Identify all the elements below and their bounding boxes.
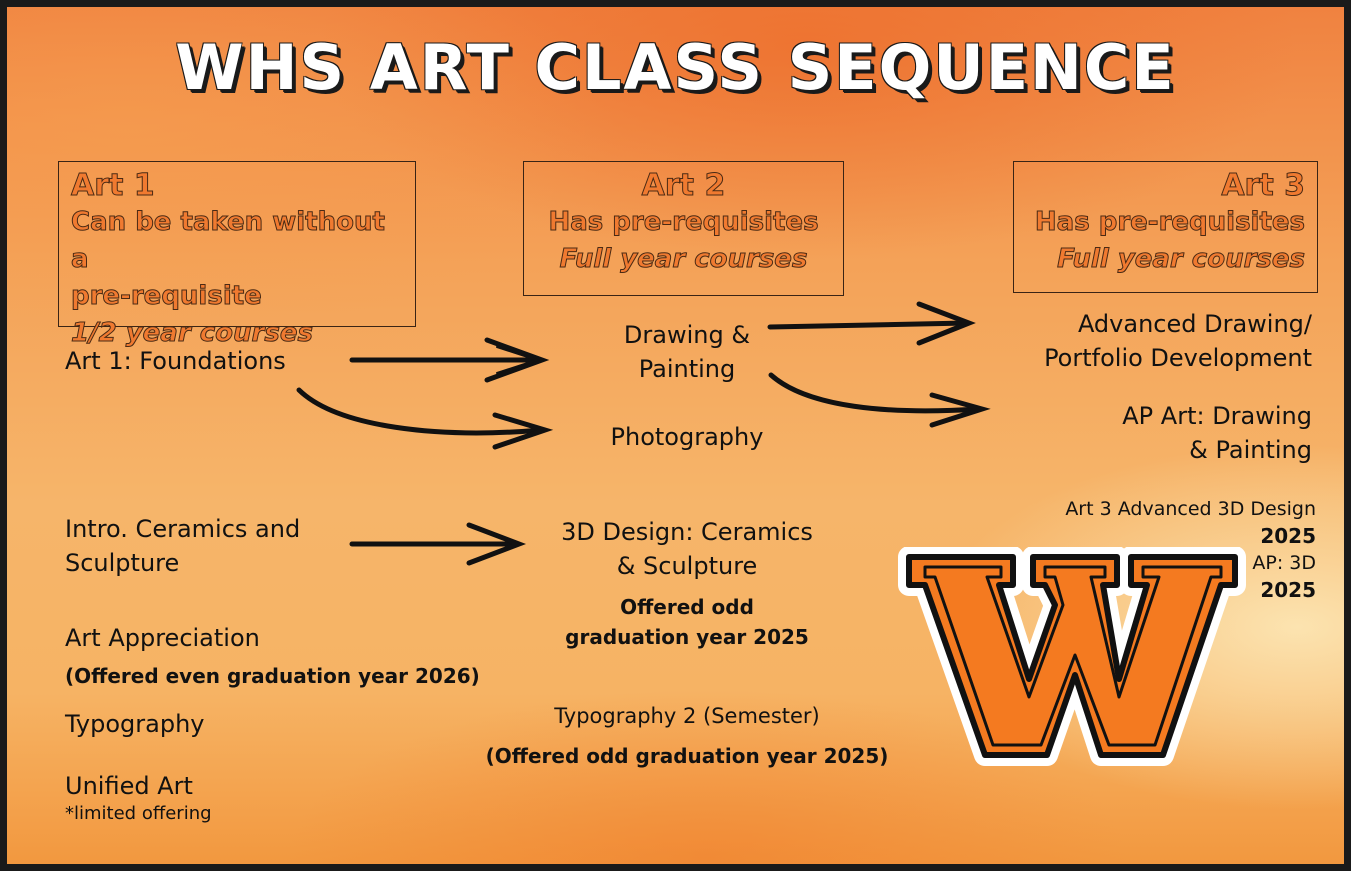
w-logo-icon xyxy=(898,547,1246,766)
course-3d-design-line2: & Sculpture xyxy=(616,552,758,580)
course-art3-advanced-3d-year: 2025 xyxy=(1260,524,1316,548)
course-ap-3d-year: 2025 xyxy=(1260,578,1316,602)
art-appreciation-note: (Offered even graduation year 2026) xyxy=(65,664,480,688)
art2-heading-box xyxy=(523,161,844,296)
course-intro-ceramics-line2: Sculpture xyxy=(65,549,180,577)
arrow-2 xyxy=(296,387,554,450)
arrow-5 xyxy=(768,372,991,428)
art2-heading: Art 2 Has pre-requisites Full year cours… xyxy=(523,167,844,278)
art1-heading-box xyxy=(58,161,416,327)
arrow-1 xyxy=(349,337,550,383)
3d-design-note-line1: Offered odd xyxy=(620,595,754,619)
typography-2-note: (Offered odd graduation year 2025) xyxy=(485,744,889,768)
art3-line1: Has pre-requisites xyxy=(1034,207,1305,238)
course-ap-drawing-line2: & Painting xyxy=(1189,436,1312,464)
unified-art-note: *limited offering xyxy=(65,803,212,824)
course-ap-3d-label: AP: 3D xyxy=(1252,552,1316,574)
art3-heading: Art 3 Has pre-requisites Full year cours… xyxy=(1013,167,1305,278)
art1-line1: Can be taken without a xyxy=(71,207,386,275)
course-drawing-painting: Drawing & Painting xyxy=(567,318,807,386)
course-art-appreciation: Art Appreciation xyxy=(65,624,260,652)
art3-line2: Full year courses xyxy=(1057,244,1306,275)
course-advanced-drawing: Advanced Drawing/ Portfolio Development xyxy=(967,307,1312,375)
course-drawing-painting-line2: Painting xyxy=(638,355,736,383)
arrow-4 xyxy=(767,301,976,346)
arrow-3 xyxy=(349,522,527,566)
course-art3-advanced-3d-label: Art 3 Advanced 3D Design xyxy=(1065,498,1316,520)
course-typography-2: Typography 2 (Semester) xyxy=(554,704,820,728)
course-ap-drawing-line1: AP Art: Drawing xyxy=(1122,402,1312,430)
art1-heading: Art 1 Can be taken without a pre-requisi… xyxy=(71,167,411,352)
course-art1-foundations: Art 1: Foundations xyxy=(65,347,286,375)
art1-title: Art 1 xyxy=(71,168,156,204)
course-advanced-drawing-line2: Portfolio Development xyxy=(1044,344,1312,372)
art1-line3: 1/2 year courses xyxy=(71,318,314,349)
course-intro-ceramics: Intro. Ceramics and Sculpture xyxy=(65,512,300,580)
course-typography: Typography xyxy=(65,710,205,738)
3d-design-note: Offered odd graduation year 2025 xyxy=(527,592,847,652)
poster: WHS ART CLASS SEQUENCE Art 1 Can be take… xyxy=(7,7,1344,864)
course-drawing-painting-line1: Drawing & xyxy=(623,321,751,349)
art2-line2: Full year courses xyxy=(559,244,808,275)
art3-heading-box xyxy=(1013,161,1318,293)
course-3d-design: 3D Design: Ceramics & Sculpture xyxy=(527,515,847,583)
3d-design-note-line2: graduation year 2025 xyxy=(565,625,809,649)
page-title: WHS ART CLASS SEQUENCE xyxy=(175,31,1176,104)
course-advanced-drawing-line1: Advanced Drawing/ xyxy=(1077,310,1312,338)
art2-line1: Has pre-requisites xyxy=(548,207,819,238)
course-unified-art: Unified Art xyxy=(65,772,193,800)
art2-title: Art 2 xyxy=(641,168,726,204)
course-art3-advanced-3d: Art 3 Advanced 3D Design 2025 AP: 3D 202… xyxy=(967,496,1316,604)
art1-line2: pre-requisite xyxy=(71,281,263,312)
course-3d-design-line1: 3D Design: Ceramics xyxy=(561,518,813,546)
course-intro-ceramics-line1: Intro. Ceramics and xyxy=(65,515,301,543)
arrow-foundations-to-drawing xyxy=(296,301,991,566)
art3-title: Art 3 xyxy=(1221,168,1306,204)
course-ap-drawing: AP Art: Drawing & Painting xyxy=(1007,399,1312,467)
course-photography: Photography xyxy=(610,423,764,451)
